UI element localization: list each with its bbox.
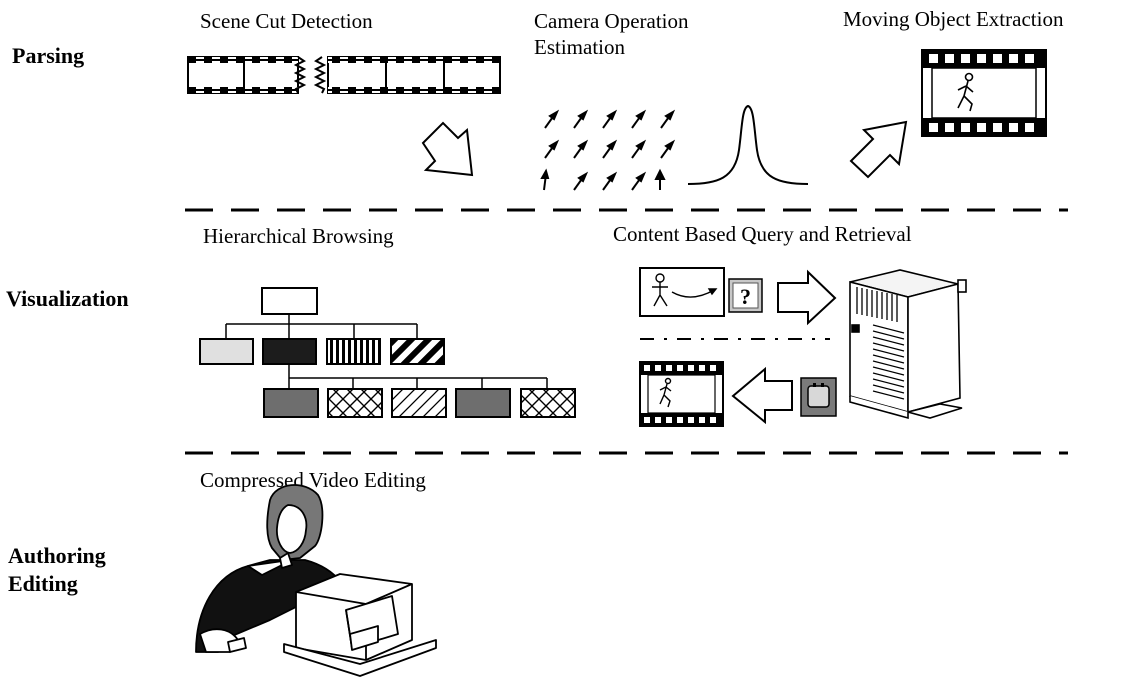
- tree-node-light: [199, 338, 254, 365]
- tree-node-diagonal-stripes: [390, 338, 445, 365]
- film-frame-result: [639, 361, 724, 427]
- person-at-computer-illustration: [195, 484, 437, 677]
- film-strip-scene-cut: [187, 56, 501, 94]
- tree-node-vertical-stripes: [326, 338, 381, 365]
- caption-camera-line2: Estimation: [534, 35, 625, 59]
- section-label-editing: Editing: [8, 571, 78, 596]
- film-strip-left: [187, 56, 307, 94]
- computer-icon: [283, 573, 437, 677]
- server-tower-icon: [849, 269, 967, 420]
- caption-editing: Compressed Video Editing: [200, 468, 426, 492]
- tree-leaf-crosshatch-2: [520, 388, 576, 418]
- query-sketch-box: [639, 267, 725, 317]
- tree-leaf-gray-1: [263, 388, 319, 418]
- person-icon: [195, 484, 341, 653]
- section-label-visualization: Visualization: [6, 286, 129, 311]
- arrow-right-icon: [777, 269, 837, 326]
- motion-vector-field: [540, 109, 676, 191]
- result-button-icon: [800, 377, 837, 417]
- caption-query: Content Based Query and Retrieval: [613, 222, 912, 246]
- hierarchy-tree: [199, 287, 576, 418]
- section-label-authoring: Authoring: [8, 543, 106, 568]
- tree-root-node: [261, 287, 318, 315]
- arrow-up-right-icon: [849, 120, 908, 179]
- section-label-parsing: Parsing: [12, 43, 84, 68]
- caption-scene-cut: Scene Cut Detection: [200, 9, 373, 33]
- tree-leaf-crosshatch-1: [327, 388, 383, 418]
- caption-browsing: Hierarchical Browsing: [203, 224, 394, 248]
- stick-figure-icon: [652, 273, 718, 307]
- caption-camera-line1: Camera Operation: [534, 9, 689, 33]
- film-frame-moving-object: [921, 49, 1047, 137]
- query-question-icon: ?: [728, 278, 763, 313]
- tree-node-dark: [262, 338, 317, 365]
- motion-vectors-row1: [544, 109, 676, 129]
- runner-small-icon: [659, 377, 672, 408]
- arrow-down-right-icon: [421, 121, 474, 177]
- motion-vectors-row3: [540, 168, 666, 191]
- caption-moving-object: Moving Object Extraction: [843, 7, 1064, 31]
- arrow-left-icon: [731, 366, 793, 425]
- svg-text:?: ?: [740, 284, 751, 309]
- tree-leaf-gray-2: [455, 388, 511, 418]
- runner-icon: [957, 72, 974, 112]
- motion-vectors-row2: [544, 139, 676, 159]
- camera-estimation-peak-curve: [687, 104, 809, 185]
- film-strip-right: [313, 56, 501, 94]
- tree-leaf-hatch: [391, 388, 447, 418]
